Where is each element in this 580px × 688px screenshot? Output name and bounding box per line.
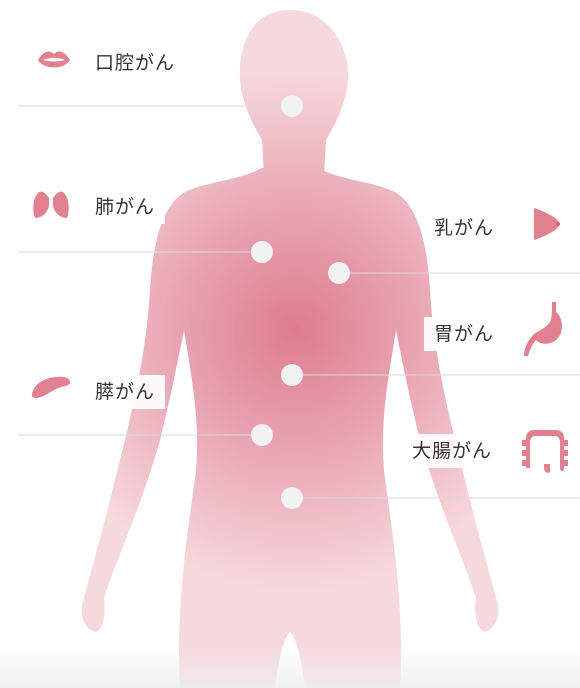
oral-dot[interactable] [281, 95, 303, 117]
stomach-cancer-label: 胃がん [424, 317, 505, 351]
bottom-fade [0, 648, 580, 688]
colon-dot[interactable] [281, 487, 303, 509]
oral-cancer-label: 口腔がん [85, 46, 186, 80]
pancreas-icon [31, 376, 71, 398]
lung-cancer-label: 肺がん [85, 190, 166, 224]
torso-shape [81, 168, 499, 688]
breast-icon [534, 208, 560, 240]
colon-icon [522, 430, 568, 473]
lips-icon [38, 51, 70, 68]
colon-cancer-label: 大腸がん [402, 434, 503, 468]
breast-cancer-label: 乳がん [424, 211, 505, 245]
lung-dot[interactable] [251, 241, 273, 263]
stomach-dot[interactable] [281, 364, 303, 386]
breast-dot[interactable] [328, 262, 350, 284]
stomach-icon [524, 302, 562, 356]
lungs-icon [33, 184, 69, 218]
pancreas-cancer-label: 膵がん [85, 375, 166, 409]
head-shape [239, 10, 349, 175]
pancreas-dot[interactable] [251, 424, 273, 446]
